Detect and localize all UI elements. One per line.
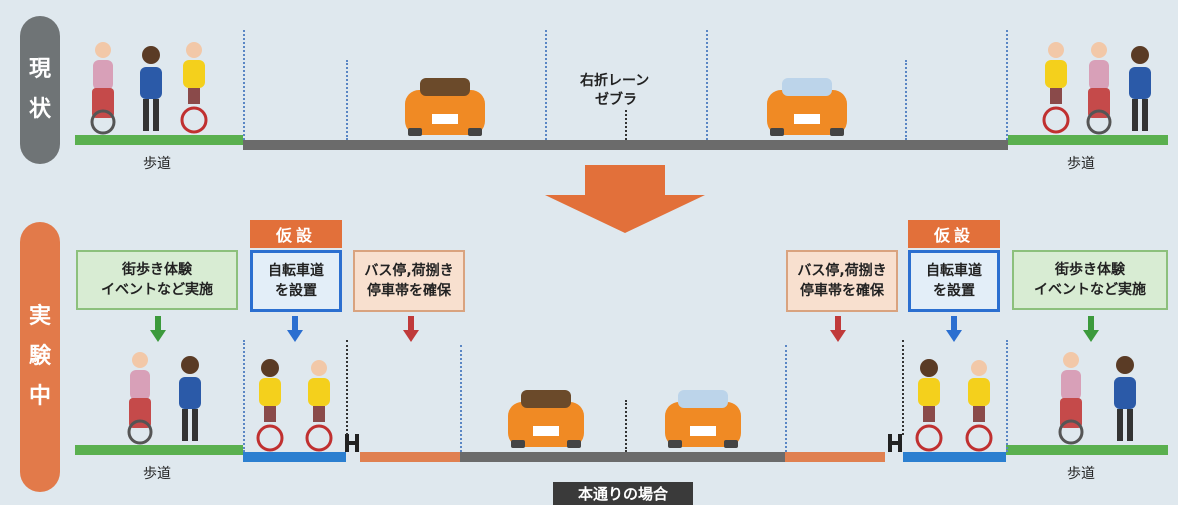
box-text: バス停,荷捌き xyxy=(364,263,454,279)
pedestrian-icon xyxy=(1129,46,1151,131)
current-state-tag: 現 状 xyxy=(20,16,60,164)
box-text: イベントなど実施 xyxy=(101,282,213,298)
center-line xyxy=(625,400,627,452)
lane-line xyxy=(902,340,904,435)
pedestrian-icon xyxy=(1114,356,1136,441)
temporary-tag: 仮設 xyxy=(250,220,342,248)
wheelchair-icon xyxy=(1086,42,1112,135)
car-icon xyxy=(508,390,584,448)
down-arrow-icon xyxy=(1083,316,1099,342)
walk-event-box: 街歩き体験 イベントなど実施 xyxy=(1012,250,1168,310)
cyclist-icon xyxy=(256,359,284,452)
car-icon xyxy=(665,390,741,448)
cyclist-icon xyxy=(965,360,993,452)
pedestrian-icon xyxy=(179,356,201,441)
wheelchair-icon xyxy=(127,352,153,445)
box-text: イベントなど実施 xyxy=(1034,282,1146,298)
down-arrow-icon xyxy=(545,165,705,233)
lane-line xyxy=(346,340,348,435)
cyclist-icon xyxy=(180,42,208,134)
lane-line xyxy=(346,60,348,140)
experiment-tag: 実 験 中 xyxy=(20,222,60,492)
curb-line xyxy=(243,340,245,452)
sidewalk-right xyxy=(1006,445,1168,455)
bus-stop-box: バス停,荷捌き 停車帯を確保 xyxy=(786,250,898,312)
box-text: 街歩き体験 xyxy=(1055,262,1125,278)
box-text: 停車帯を確保 xyxy=(367,283,451,299)
lane-line xyxy=(785,345,787,452)
box-text: 停車帯を確保 xyxy=(800,283,884,299)
bike-lane xyxy=(903,452,1006,462)
box-text: 街歩き体験 xyxy=(122,262,192,278)
car-icon xyxy=(405,78,485,136)
center-label: 右折レーン xyxy=(580,73,650,89)
bollard-icon xyxy=(345,434,359,452)
sidewalk-left xyxy=(75,445,243,455)
curb-line xyxy=(1006,340,1008,452)
tag-char: 現 xyxy=(28,57,51,82)
bollard-icon xyxy=(888,434,902,452)
road-main xyxy=(460,452,785,462)
tag-char: 実 xyxy=(28,304,51,329)
box-text: バス停,荷捌き xyxy=(797,263,887,279)
down-arrow-icon xyxy=(946,316,962,342)
box-text: を設置 xyxy=(933,283,975,299)
bike-lane xyxy=(243,452,346,462)
lane-line xyxy=(460,345,462,452)
down-arrow-icon xyxy=(287,316,303,342)
bus-stop-box: バス停,荷捌き 停車帯を確保 xyxy=(353,250,465,312)
sidewalk-label: 歩道 xyxy=(1067,466,1095,482)
down-arrow-icon xyxy=(830,316,846,342)
sidewalk-label: 歩道 xyxy=(1067,156,1095,172)
sidewalk-right-current xyxy=(1008,135,1168,145)
center-line xyxy=(625,110,627,140)
cyclist-icon xyxy=(305,360,333,452)
sidewalk-label: 歩道 xyxy=(143,466,171,482)
cyclist-icon xyxy=(1042,42,1070,134)
bike-lane-box: 自転車道 を設置 xyxy=(908,250,1000,312)
tag-char: 状 xyxy=(28,97,51,122)
road-current xyxy=(243,140,1008,150)
lane-line xyxy=(706,30,708,140)
curb-line xyxy=(1006,30,1008,140)
temporary-tag: 仮設 xyxy=(908,220,1000,248)
sidewalk-label: 歩道 xyxy=(143,156,171,172)
cyclist-icon xyxy=(915,359,943,452)
wheelchair-icon xyxy=(1058,352,1084,445)
sidewalk-left-current xyxy=(75,135,243,145)
tag-char: 中 xyxy=(28,384,51,409)
down-arrow-icon xyxy=(403,316,419,342)
down-arrow-icon xyxy=(150,316,166,342)
walk-event-box: 街歩き体験 イベントなど実施 xyxy=(76,250,238,310)
lane-line xyxy=(905,60,907,140)
tag-char: 験 xyxy=(28,344,51,369)
center-label: ゼブラ xyxy=(595,92,637,108)
lane-line xyxy=(545,30,547,140)
bus-stop-zone xyxy=(360,452,460,462)
box-text: を設置 xyxy=(275,283,317,299)
box-text: 自転車道 xyxy=(926,263,982,279)
bus-stop-zone xyxy=(785,452,885,462)
curb-line xyxy=(243,30,245,140)
bike-lane-box: 自転車道 を設置 xyxy=(250,250,342,312)
box-text: 自転車道 xyxy=(268,263,324,279)
footer-caption: 本通りの場合 xyxy=(553,482,693,505)
car-icon xyxy=(767,78,847,136)
pedestrian-icon xyxy=(140,46,162,131)
wheelchair-icon xyxy=(90,42,116,135)
